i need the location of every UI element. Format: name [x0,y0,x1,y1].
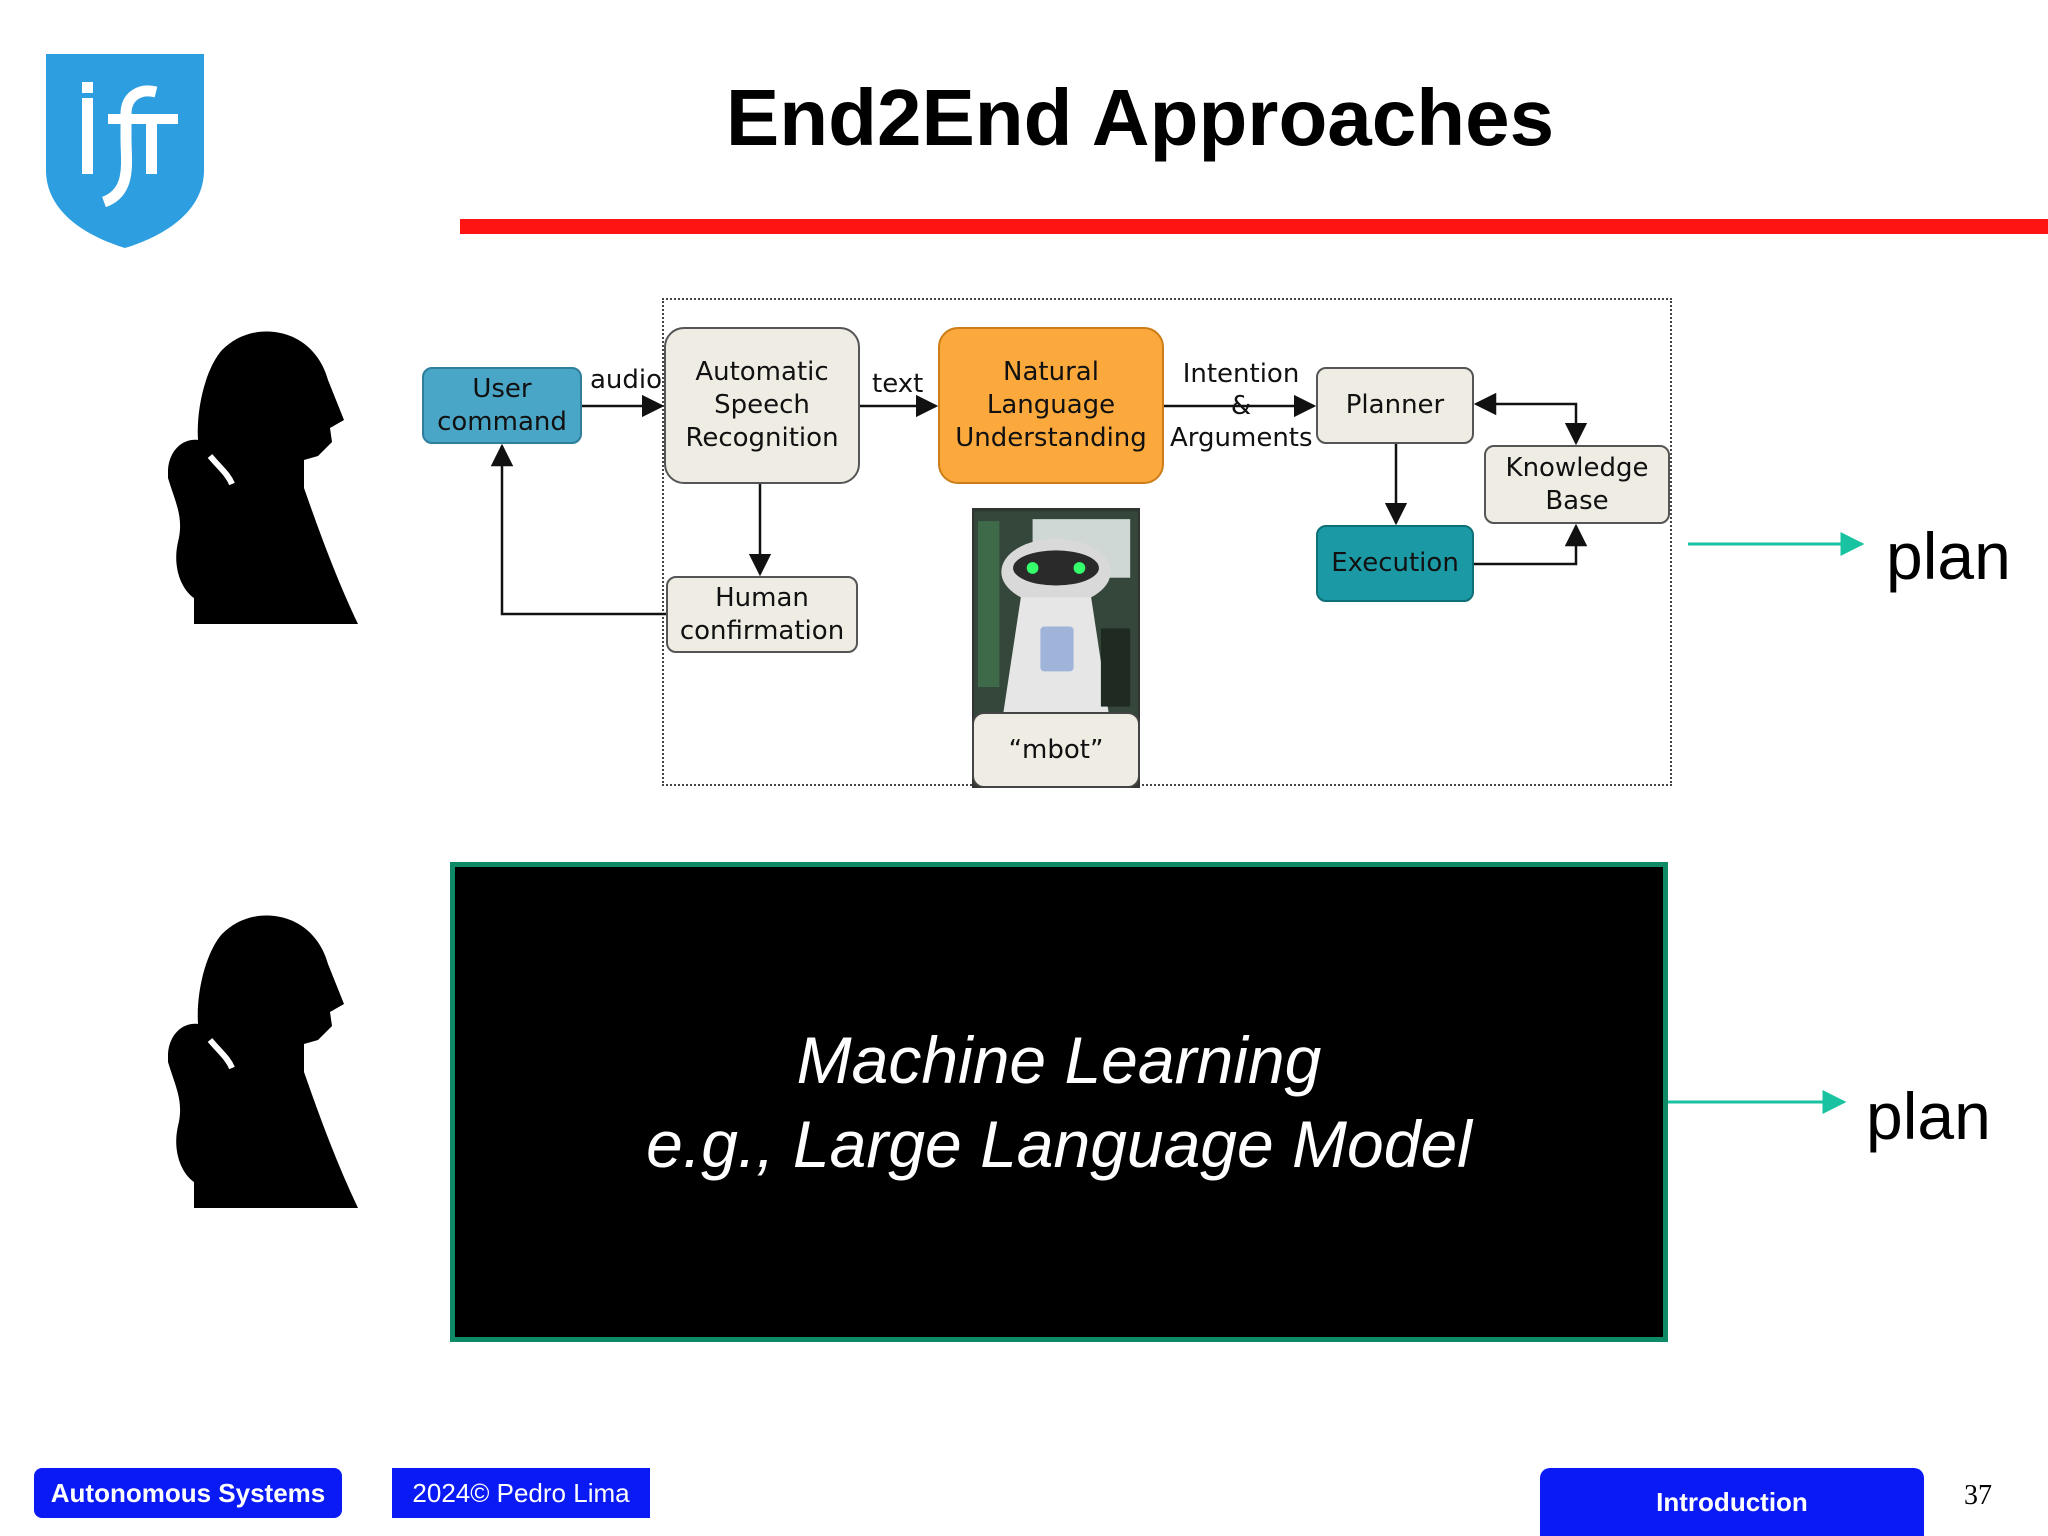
person-silhouette-icon [168,331,358,624]
human-confirmation-box: Human confirmation [666,576,858,653]
footer-course-badge: Autonomous Systems [34,1468,342,1518]
ml-plan-output: plan [1866,1079,1991,1153]
intention-arguments-label: Intention & Arguments [1170,359,1313,453]
execution-box: Execution [1316,525,1474,602]
footer-section-badge: Introduction [1540,1468,1924,1536]
ml-subtitle: e.g., Large Language Model [646,1107,1472,1181]
ml-title: Machine Learning [796,1023,1322,1097]
text-label: text [872,369,924,399]
ist-logo-icon [46,54,204,248]
asr-box: Automatic Speech Recognition [664,327,860,484]
nlu-box: Natural Language Understanding [938,327,1164,484]
mbot-caption: “mbot” [972,712,1140,788]
person-silhouette-icon [168,915,358,1208]
pipeline-plan-output: plan [1886,519,2011,593]
footer-copyright-badge: 2024© Pedro Lima [392,1468,650,1518]
audio-label: audio [590,365,663,395]
slide-title: End2End Approaches [725,73,1555,162]
knowledge-base-box: Knowledge Base [1484,445,1670,524]
ml-box: Machine Learning e.g., Large Language Mo… [450,862,1668,1342]
user-command-box: User command [422,367,582,444]
title-underline [460,219,2048,234]
page-number: 37 [1964,1480,1992,1511]
planner-box: Planner [1316,367,1474,444]
